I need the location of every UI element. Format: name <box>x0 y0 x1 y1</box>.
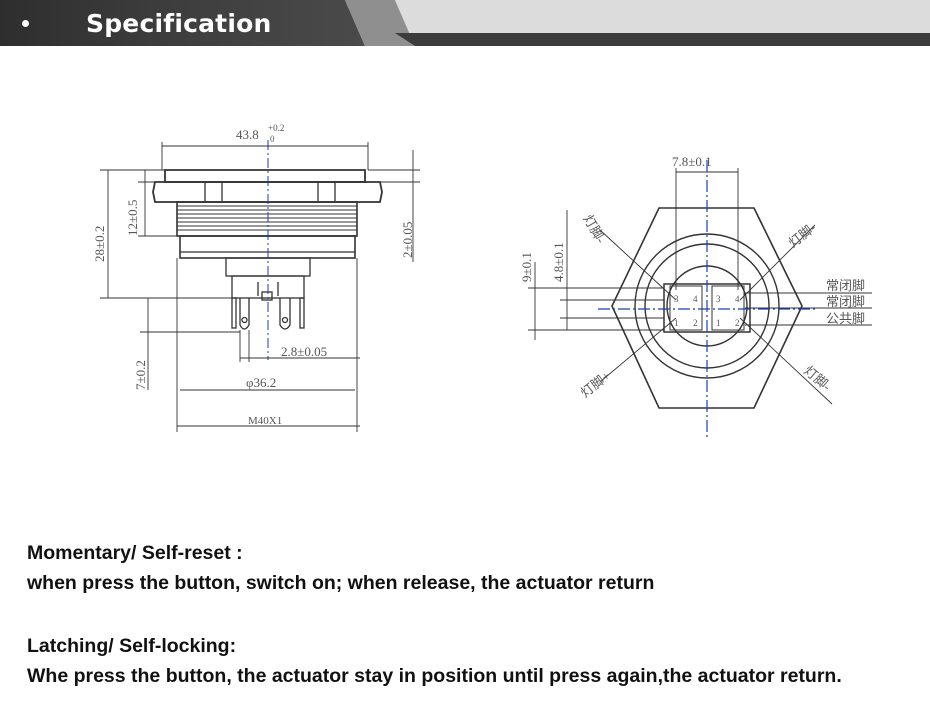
pin-3b: 3 <box>716 294 721 304</box>
label-nc-1: 常闭脚 <box>826 278 865 293</box>
dim-pin-width: 2.8±0.05 <box>281 344 327 359</box>
label-lamp-minus-tl: 灯脚- <box>580 212 608 246</box>
dim-thread: M40X1 <box>248 415 282 427</box>
label-lamp-plus-bl: 灯脚+ <box>578 368 614 400</box>
label-nc-2: 常闭脚 <box>826 294 865 309</box>
latching-description: Whe press the button, the actuator stay … <box>27 665 842 687</box>
latching-title: Latching/ Self-locking: <box>27 635 237 657</box>
dim-tol-zero: 0 <box>270 134 275 144</box>
label-common: 公共脚 <box>826 311 865 326</box>
dim-12: 12±0.5 <box>125 200 140 236</box>
pin-1b: 1 <box>716 318 721 328</box>
dim-2: 2±0.05 <box>400 222 415 258</box>
dim-9: 9±0.1 <box>519 252 534 282</box>
pin-4a: 4 <box>693 294 698 304</box>
momentary-description: when press the button, switch on; when r… <box>27 572 655 594</box>
front-view <box>599 207 872 409</box>
page-title: Specification <box>86 9 272 38</box>
pin-3a: 3 <box>674 294 679 304</box>
header-bar <box>0 0 930 46</box>
dim-7-8: 7.8±0.1 <box>672 154 712 169</box>
label-lamp-minus-br: 灯脚- <box>801 363 834 394</box>
pin-2a: 2 <box>693 318 698 328</box>
dim-top-width: 43.8 <box>236 127 259 142</box>
technical-drawing: 43.8 +0.2 0 12±0.5 28±0.2 2±0.05 7±0.2 2… <box>92 123 872 438</box>
dim-4-8: 4.8±0.1 <box>551 242 566 282</box>
dim-diameter: φ36.2 <box>246 375 276 390</box>
pin-1a: 1 <box>674 318 679 328</box>
dim-7: 7±0.2 <box>133 360 148 390</box>
label-lamp-minus-tr: 灯脚- <box>786 220 819 251</box>
front-dimensions <box>528 168 739 340</box>
pin-2b: 2 <box>735 318 740 328</box>
dim-tol-plus: +0.2 <box>268 123 284 133</box>
momentary-title: Momentary/ Self-reset : <box>27 542 243 564</box>
pin-numbers: 3 4 1 2 3 4 1 2 <box>674 294 740 328</box>
spec-header: Specification <box>0 0 930 48</box>
dim-28: 28±0.2 <box>92 226 107 262</box>
header-bullet-icon <box>22 20 29 27</box>
pin-4b: 4 <box>735 294 740 304</box>
side-dimensions <box>100 142 420 432</box>
